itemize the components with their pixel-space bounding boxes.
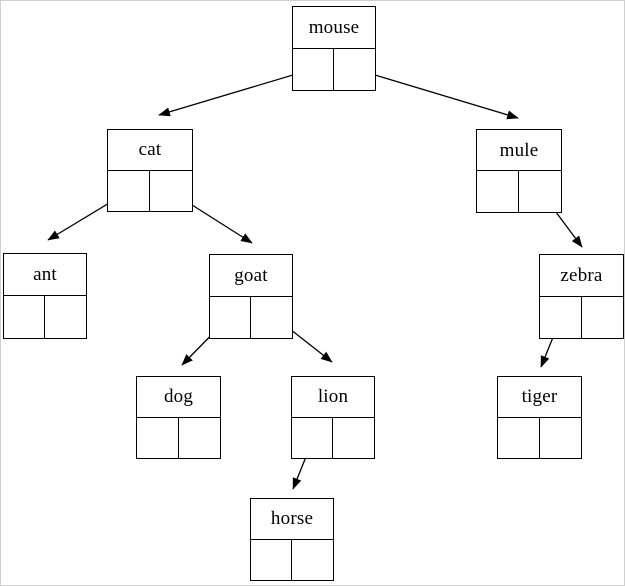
node-label-mouse: mouse: [293, 7, 375, 49]
node-left-pointer-ant[interactable]: [4, 296, 45, 338]
node-pointers-goat: [210, 296, 292, 338]
node-right-pointer-goat[interactable]: [251, 296, 292, 338]
node-right-pointer-mule[interactable]: [519, 171, 561, 212]
node-label-dog: dog: [137, 377, 220, 418]
node-label-horse: horse: [251, 499, 333, 540]
node-left-pointer-cat[interactable]: [108, 170, 150, 211]
node-right-pointer-tiger[interactable]: [539, 417, 581, 458]
tree-node-lion[interactable]: lion: [291, 376, 375, 459]
node-pointers-horse: [251, 539, 333, 580]
tree-node-tiger[interactable]: tiger: [497, 376, 582, 459]
node-pointers-tiger: [498, 417, 581, 458]
node-right-pointer-zebra[interactable]: [581, 296, 623, 338]
node-pointers-cat: [108, 170, 192, 211]
node-pointers-zebra: [540, 296, 623, 338]
node-label-ant: ant: [4, 254, 86, 296]
tree-node-goat[interactable]: goat: [209, 254, 293, 339]
node-label-lion: lion: [292, 377, 374, 418]
node-left-pointer-zebra[interactable]: [540, 296, 582, 338]
node-left-pointer-tiger[interactable]: [498, 417, 540, 458]
tree-node-zebra[interactable]: zebra: [539, 254, 624, 339]
node-right-pointer-dog[interactable]: [178, 417, 220, 458]
tree-node-mule[interactable]: mule: [476, 129, 562, 213]
node-right-pointer-cat[interactable]: [150, 170, 192, 211]
node-label-goat: goat: [210, 255, 292, 297]
node-pointers-dog: [137, 417, 220, 458]
node-right-pointer-lion[interactable]: [333, 417, 374, 458]
node-right-pointer-mouse[interactable]: [334, 48, 375, 90]
node-left-pointer-goat[interactable]: [210, 296, 251, 338]
node-left-pointer-mouse[interactable]: [293, 48, 334, 90]
tree-edge-mouse-to-cat: [158, 68, 314, 117]
node-label-mule: mule: [477, 130, 561, 171]
node-left-pointer-horse[interactable]: [251, 539, 292, 580]
node-right-pointer-ant[interactable]: [45, 296, 86, 338]
tree-edge-mouse-to-mule: [354, 68, 519, 120]
tree-node-dog[interactable]: dog: [136, 376, 221, 459]
node-left-pointer-mule[interactable]: [477, 171, 519, 212]
node-right-pointer-horse[interactable]: [292, 539, 333, 580]
tree-node-cat[interactable]: cat: [107, 129, 193, 212]
tree-node-horse[interactable]: horse: [250, 498, 334, 581]
node-pointers-mule: [477, 171, 561, 212]
node-label-cat: cat: [108, 130, 192, 171]
node-pointers-mouse: [293, 48, 375, 90]
node-pointers-ant: [4, 296, 86, 338]
tree-node-ant[interactable]: ant: [3, 253, 87, 339]
node-pointers-lion: [292, 417, 374, 458]
node-label-zebra: zebra: [540, 255, 623, 297]
tree-node-mouse[interactable]: mouse: [292, 6, 376, 91]
node-label-tiger: tiger: [498, 377, 581, 418]
node-left-pointer-lion[interactable]: [292, 417, 333, 458]
node-left-pointer-dog[interactable]: [137, 417, 179, 458]
